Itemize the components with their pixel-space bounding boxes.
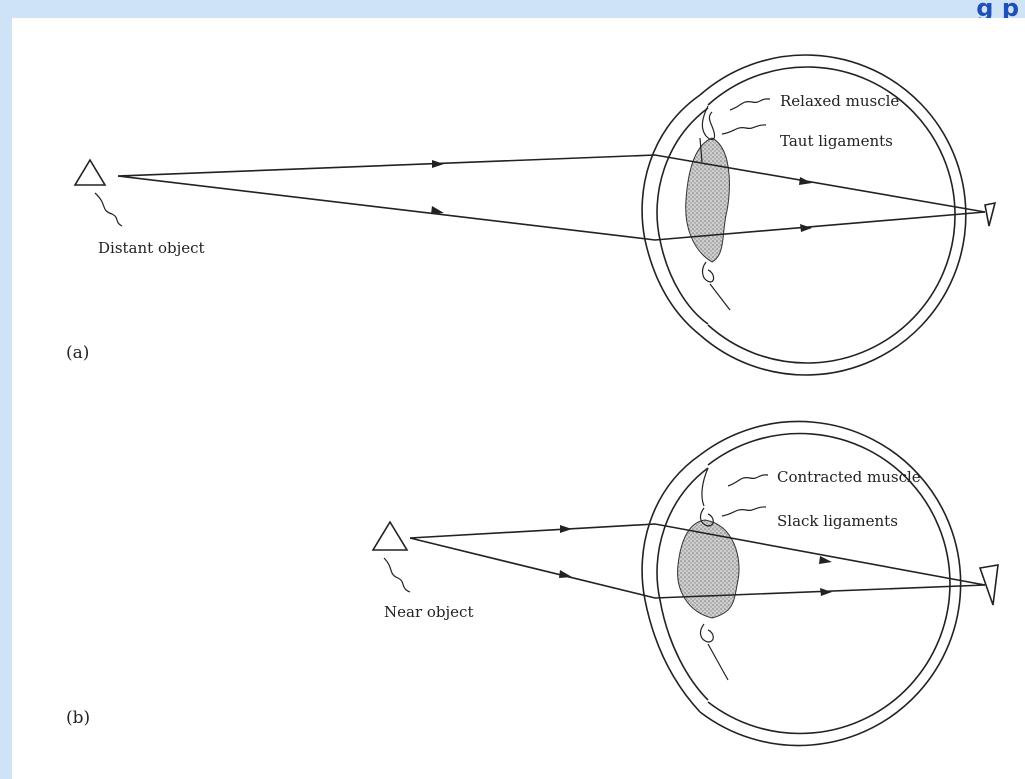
ligament-bottom-a — [709, 283, 731, 311]
distant-object-label: Distant object — [98, 239, 205, 257]
figure-frame — [12, 18, 1025, 779]
arrow-a-2 — [431, 206, 444, 214]
slack-ligaments-label: Slack ligaments — [777, 512, 898, 530]
sclera-outer-a — [699, 54, 967, 376]
cornea-outer-a — [641, 94, 701, 336]
lens-a — [685, 137, 730, 263]
panel-b-tag: (b) — [66, 708, 90, 728]
sclera-inner-a — [707, 66, 956, 364]
arrow-b-3 — [819, 556, 832, 564]
lens-b — [677, 519, 740, 619]
taut-ligaments-label: Taut ligaments — [780, 132, 893, 150]
arrow-b-2 — [559, 570, 572, 578]
retina-image-a — [984, 201, 997, 227]
panel-a-tag: (a) — [66, 343, 89, 363]
cornea-inner-b — [656, 467, 709, 701]
ligament-bottom-b — [707, 643, 729, 681]
near-object-leader — [383, 557, 411, 593]
sclera-outer-b — [699, 420, 962, 747]
muscle-leader-b — [727, 474, 769, 487]
contracted-muscle-label: Contracted muscle — [777, 468, 921, 486]
ray-top-a — [117, 154, 986, 213]
arrow-b-1 — [560, 525, 572, 533]
ligament-top-a — [699, 137, 703, 163]
panel-a: Distant object Relaxed muscle Taut ligam… — [66, 54, 997, 376]
cornea-outer-b — [641, 454, 701, 713]
distant-object-leader — [94, 192, 123, 227]
arrow-a-4 — [800, 224, 812, 232]
arrow-a-3 — [799, 177, 812, 185]
ciliary-top-a — [701, 105, 716, 141]
ray-top-b — [409, 523, 986, 586]
ligament-leader-b — [721, 506, 767, 517]
relaxed-muscle-label: Relaxed muscle — [780, 92, 899, 110]
arrow-b-4 — [820, 588, 832, 596]
ray-bottom-b — [409, 537, 986, 599]
top-banner: g p — [0, 0, 1025, 22]
ligament-leader-a — [721, 124, 767, 135]
eyeball-b — [641, 420, 962, 747]
ciliary-top-b — [699, 507, 714, 527]
banner-title: g p — [976, 0, 1019, 22]
panel-b: Near object Contracted muscle Slack liga… — [66, 420, 999, 747]
distant-object-triangle — [73, 158, 107, 186]
ciliary-bottom-b — [699, 623, 714, 643]
near-object-triangle — [371, 520, 409, 551]
near-object-label: Near object — [384, 603, 473, 621]
arrow-a-1 — [432, 160, 444, 168]
sclera-inner-b — [707, 432, 951, 735]
muscle-leader-a — [729, 98, 771, 111]
retina-image-b — [978, 564, 999, 606]
ciliary-bottom-a — [701, 261, 715, 283]
muscle-top-b — [701, 467, 709, 507]
ray-bottom-a — [117, 175, 986, 241]
